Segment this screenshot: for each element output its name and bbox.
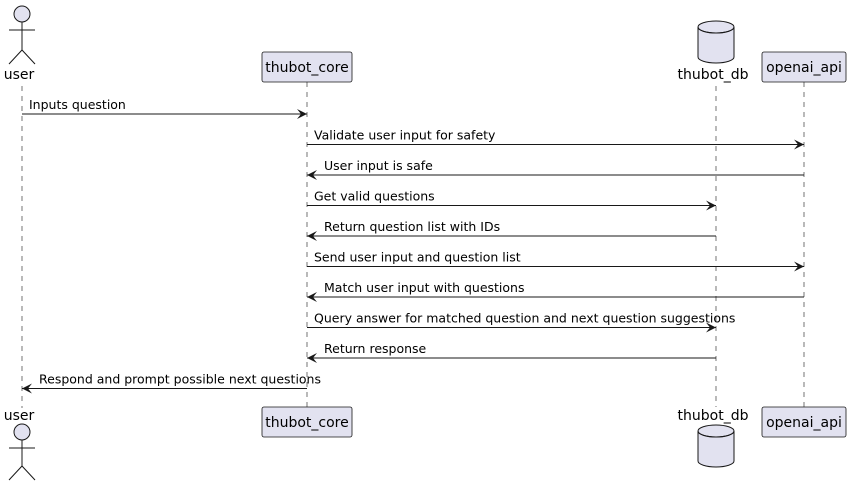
- participant-thubot-core-bottom: thubot_core: [261, 406, 353, 438]
- participant-box: [761, 406, 847, 438]
- participant-user-label: user: [4, 67, 35, 83]
- message-label: Validate user input for safety: [314, 128, 496, 143]
- participant-thubot-db-top: thubot_db: [678, 20, 749, 83]
- message-8: Query answer for matched question and ne…: [307, 311, 735, 333]
- message-4: Get valid questions: [307, 189, 716, 211]
- actor-stick-figure-icon: [8, 423, 36, 481]
- message-label: Inputs question: [29, 97, 126, 112]
- message-6: Send user input and question list: [307, 250, 804, 272]
- message-label: Get valid questions: [314, 189, 435, 204]
- participant-thubot-db-bottom: thubot_db: [678, 408, 749, 468]
- participant-box: [761, 51, 847, 83]
- message-label: User input is safe: [324, 158, 433, 173]
- participant-openai-api-bottom: openai_api: [761, 406, 847, 438]
- message-label: Query answer for matched question and ne…: [314, 311, 735, 326]
- message-10: Respond and prompt possible next questio…: [22, 372, 321, 394]
- participant-user-label: user: [4, 408, 35, 424]
- participant-openai-api-top: openai_api: [761, 51, 847, 83]
- message-3: User input is safe: [307, 158, 804, 180]
- message-2: Validate user input for safety: [307, 128, 804, 150]
- actor-stick-figure-icon: [8, 5, 36, 65]
- message-9: Return response: [307, 341, 716, 363]
- message-label: Return question list with IDs: [324, 219, 500, 234]
- participant-box: [261, 51, 353, 83]
- database-cylinder-icon: [697, 20, 735, 64]
- participant-thubot-db-label: thubot_db: [678, 408, 749, 424]
- message-1: Inputs question: [22, 97, 307, 119]
- message-5: Return question list with IDs: [307, 219, 716, 241]
- lifelines: [21, 82, 805, 408]
- message-label: Return response: [324, 341, 427, 356]
- participant-openai-api-label: openai_api: [766, 60, 842, 76]
- participant-user-bottom: user: [4, 408, 36, 481]
- database-cylinder-icon: [697, 424, 735, 468]
- participant-user-top: user: [4, 5, 36, 83]
- message-7: Match user input with questions: [307, 280, 804, 302]
- message-label: Send user input and question list: [314, 250, 521, 265]
- participant-thubot-db-label: thubot_db: [678, 67, 749, 83]
- message-label: Respond and prompt possible next questio…: [39, 372, 321, 387]
- participant-thubot-core-label: thubot_core: [265, 415, 349, 431]
- participant-box: [261, 406, 353, 438]
- participant-openai-api-label: openai_api: [766, 415, 842, 431]
- participant-thubot-core-top: thubot_core: [261, 51, 353, 83]
- message-label: Match user input with questions: [324, 280, 525, 295]
- participant-thubot-core-label: thubot_core: [265, 60, 349, 76]
